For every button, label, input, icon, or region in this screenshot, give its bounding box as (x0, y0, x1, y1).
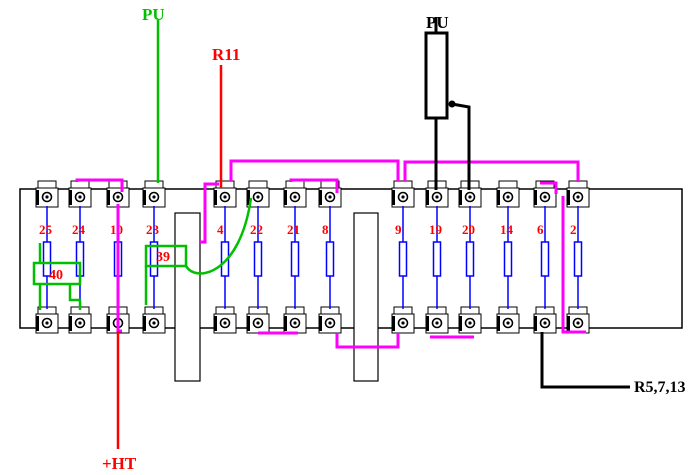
bottom-tag-14 (496, 306, 520, 334)
resistor-14 (503, 206, 513, 309)
top-tag-10 (106, 180, 130, 208)
bottom-tag-25 (35, 306, 59, 334)
bottom-tag-20 (458, 306, 482, 334)
resistor-40-label: 40 (49, 268, 63, 283)
r5713-label: R5,7,13 (634, 379, 686, 396)
link-6-2-top (540, 181, 558, 194)
black-wiring (424, 17, 630, 389)
top-tag-24 (68, 180, 92, 208)
resistor-23 (149, 206, 159, 309)
bottom-tag-row (35, 306, 590, 334)
potentiometer-body (424, 31, 449, 120)
link-24-10-top (75, 178, 124, 192)
top-tag-14 (496, 180, 520, 208)
column-label-9: 9 (395, 222, 402, 237)
bottom-tag-19 (425, 306, 449, 334)
r11-label: R11 (212, 45, 240, 64)
resistor-2 (573, 206, 583, 309)
bottom-tag-24 (68, 306, 92, 334)
top-tag-2 (566, 180, 590, 208)
bottom-tag-6 (533, 306, 557, 334)
pu-pot-label: PU (426, 13, 449, 32)
resistor-25 (42, 206, 52, 309)
bottom-tag-21 (283, 306, 307, 334)
bottom-tag-8 (318, 306, 342, 334)
resistor-39-box (144, 244, 188, 268)
resistor-6 (540, 206, 550, 309)
column-label-25: 25 (39, 222, 53, 237)
resistor-21 (290, 206, 300, 309)
link-40-24-bottom (68, 284, 82, 310)
column-label-24: 24 (72, 222, 86, 237)
link-6-2-side (561, 196, 586, 334)
resistor-22 (253, 206, 263, 309)
top-tag-21 (283, 180, 307, 208)
bottom-tag-23 (142, 306, 166, 334)
link-4-9-loop (229, 159, 400, 181)
ht-label: +HT (102, 454, 137, 473)
bottom-tag-4 (213, 306, 237, 334)
resistor-19 (432, 206, 442, 309)
bottom-tag-9 (391, 306, 415, 334)
top-tag-6 (533, 180, 557, 208)
r5713-wire (540, 332, 630, 389)
link-9-2-top (403, 160, 580, 182)
column-label-19: 19 (429, 222, 443, 237)
red-wiring (116, 65, 223, 449)
resistor-40-box (32, 261, 82, 286)
green-wiring (32, 20, 253, 310)
column-label-23: 23 (146, 222, 160, 237)
top-tag-4 (213, 180, 237, 208)
column-label-22: 22 (250, 222, 263, 237)
top-tag-25 (35, 180, 59, 208)
column-label-4: 4 (217, 222, 224, 237)
pu-green-label: PU (142, 5, 165, 24)
column-label-14: 14 (500, 222, 514, 237)
resistor-8 (325, 206, 335, 309)
support-post-left (174, 212, 201, 382)
curve-39-4 (184, 197, 253, 275)
resistor-row (42, 206, 583, 309)
column-label-6: 6 (537, 222, 544, 237)
top-tag-23 (142, 180, 166, 208)
column-label-2: 2 (570, 222, 577, 237)
link-8-9-bottom (335, 333, 400, 349)
column-label-21: 21 (287, 222, 300, 237)
pot-wiper-wire (451, 102, 471, 190)
pot-wiper-dot (448, 100, 456, 108)
column-label-8: 8 (322, 222, 329, 237)
magenta-wiring (75, 159, 586, 349)
resistor-39-label: 39 (156, 250, 170, 265)
resistor-20 (465, 206, 475, 309)
column-label-20: 20 (462, 222, 475, 237)
support-post-right (353, 212, 379, 382)
top-tag-9 (391, 180, 415, 208)
tag-board (19, 188, 683, 329)
bottom-tag-2 (566, 306, 590, 334)
link-4-left (200, 182, 219, 244)
top-tag-22 (246, 180, 270, 208)
bottom-tag-22 (246, 306, 270, 334)
resistor-9 (398, 206, 408, 309)
link-21-8-top (289, 178, 339, 193)
